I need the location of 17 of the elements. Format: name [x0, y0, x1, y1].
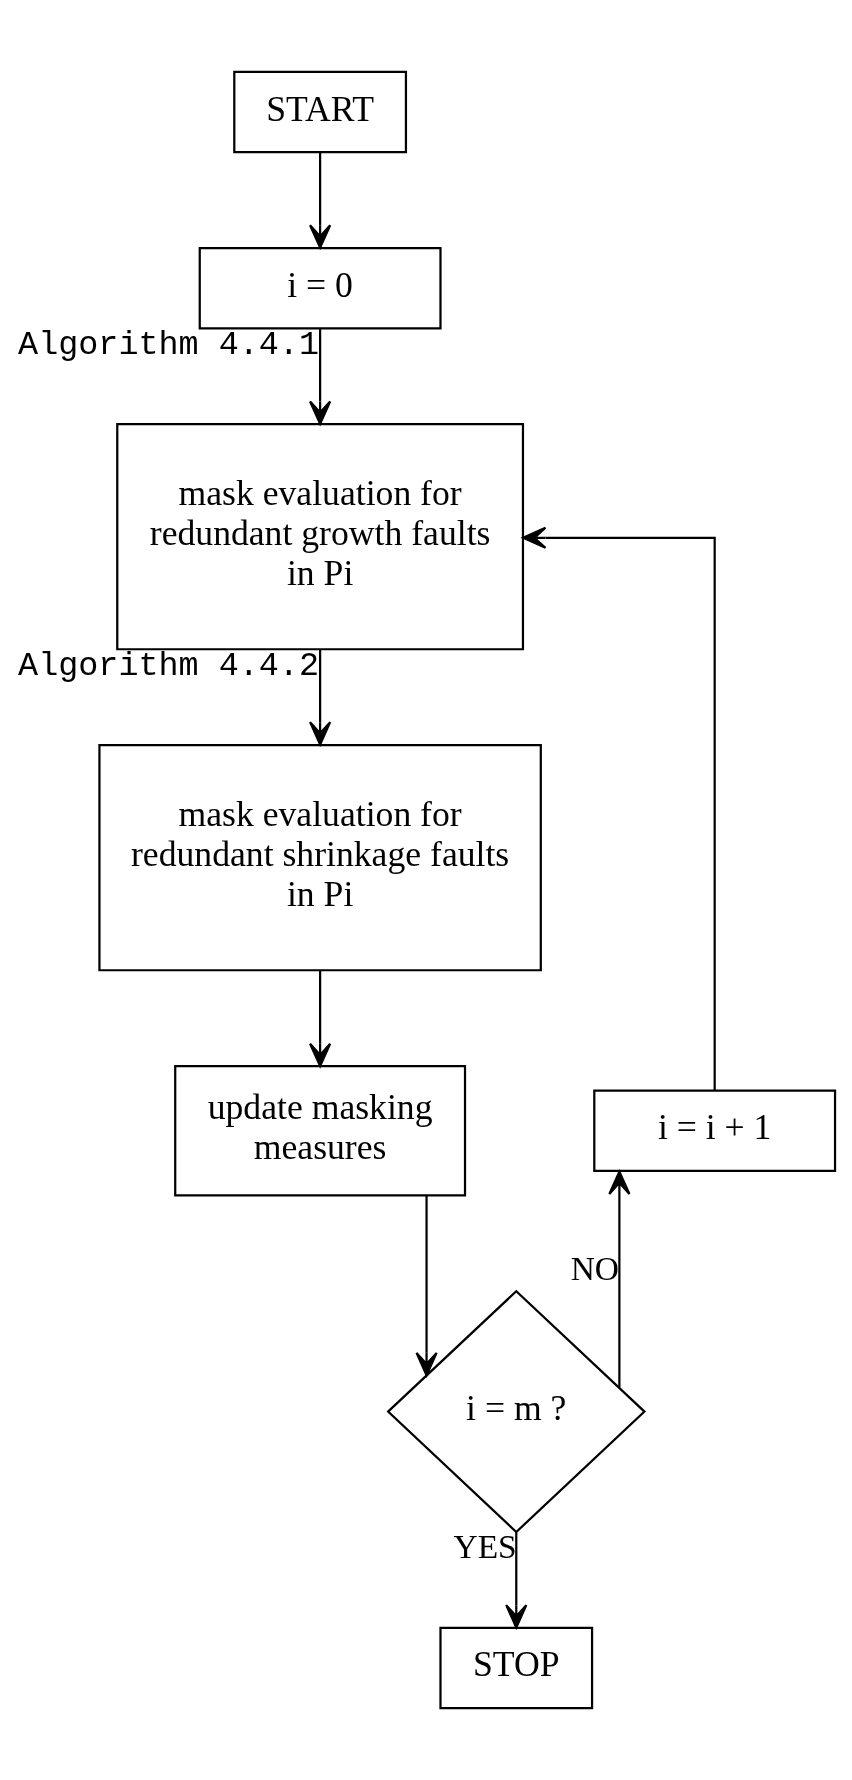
node-box: mask evaluation for redundant growth faults in Pi	[116, 423, 525, 651]
arrow	[308, 152, 332, 249]
arrow	[415, 1195, 438, 1377]
node-box: START	[233, 70, 408, 154]
node-box: i = 0	[198, 246, 442, 330]
node-diamond: i = m ?	[386, 1289, 647, 1534]
arrow	[608, 1170, 631, 1388]
arrow	[522, 526, 716, 1090]
arrow	[308, 649, 332, 746]
edge-label: NO	[570, 1249, 619, 1287]
node-box: mask evaluation for redundant shrinkage faults in Pi	[98, 744, 542, 972]
arrow	[308, 329, 332, 425]
arrow	[505, 1532, 528, 1629]
arrow	[308, 970, 332, 1068]
node-box: update masking measures	[174, 1065, 467, 1197]
node-box: STOP	[439, 1626, 594, 1710]
node-box: i = i + 1	[593, 1089, 837, 1172]
